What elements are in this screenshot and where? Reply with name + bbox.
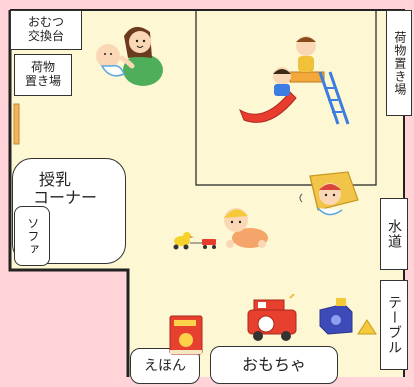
crawling-baby-icon xyxy=(224,208,268,248)
wall-shelf xyxy=(13,103,20,145)
luggage-area-left-label: 荷物 置き場 xyxy=(14,54,72,96)
toys-label: おもちゃ xyxy=(210,346,338,384)
diaper-station-line2: 交換台 xyxy=(27,29,64,43)
toy-fire-truck-icon xyxy=(247,294,297,341)
table-label: テーブル xyxy=(380,280,408,370)
diaper-station-line1: おむつ xyxy=(27,15,64,30)
luggage-area-right-label: 荷物置き場 xyxy=(386,10,412,116)
diaper-station-label: おむつ 交換台 xyxy=(10,10,82,50)
mother-changing-diaper-icon xyxy=(96,26,163,86)
play-area-floor xyxy=(10,10,404,377)
sofa-label: ソファ xyxy=(14,206,50,266)
nursing-corner-line2: コーナー xyxy=(33,188,98,208)
luggage-left-line1: 荷物 xyxy=(30,60,55,75)
nursing-corner-line1: 授乳 xyxy=(39,170,72,189)
children-on-slide-icon xyxy=(238,36,350,125)
picture-book-icon xyxy=(169,315,203,355)
inner-wall xyxy=(195,10,377,186)
baby-in-tunnel-icon xyxy=(299,171,359,216)
outer-wall-left xyxy=(8,10,130,377)
yellow-block-icon xyxy=(357,319,377,335)
duck-pull-toy-icon xyxy=(173,232,216,250)
water-label: 水道 xyxy=(380,198,408,270)
luggage-left-line2: 置き場 xyxy=(24,74,61,88)
shape-sorter-icon xyxy=(319,298,353,335)
